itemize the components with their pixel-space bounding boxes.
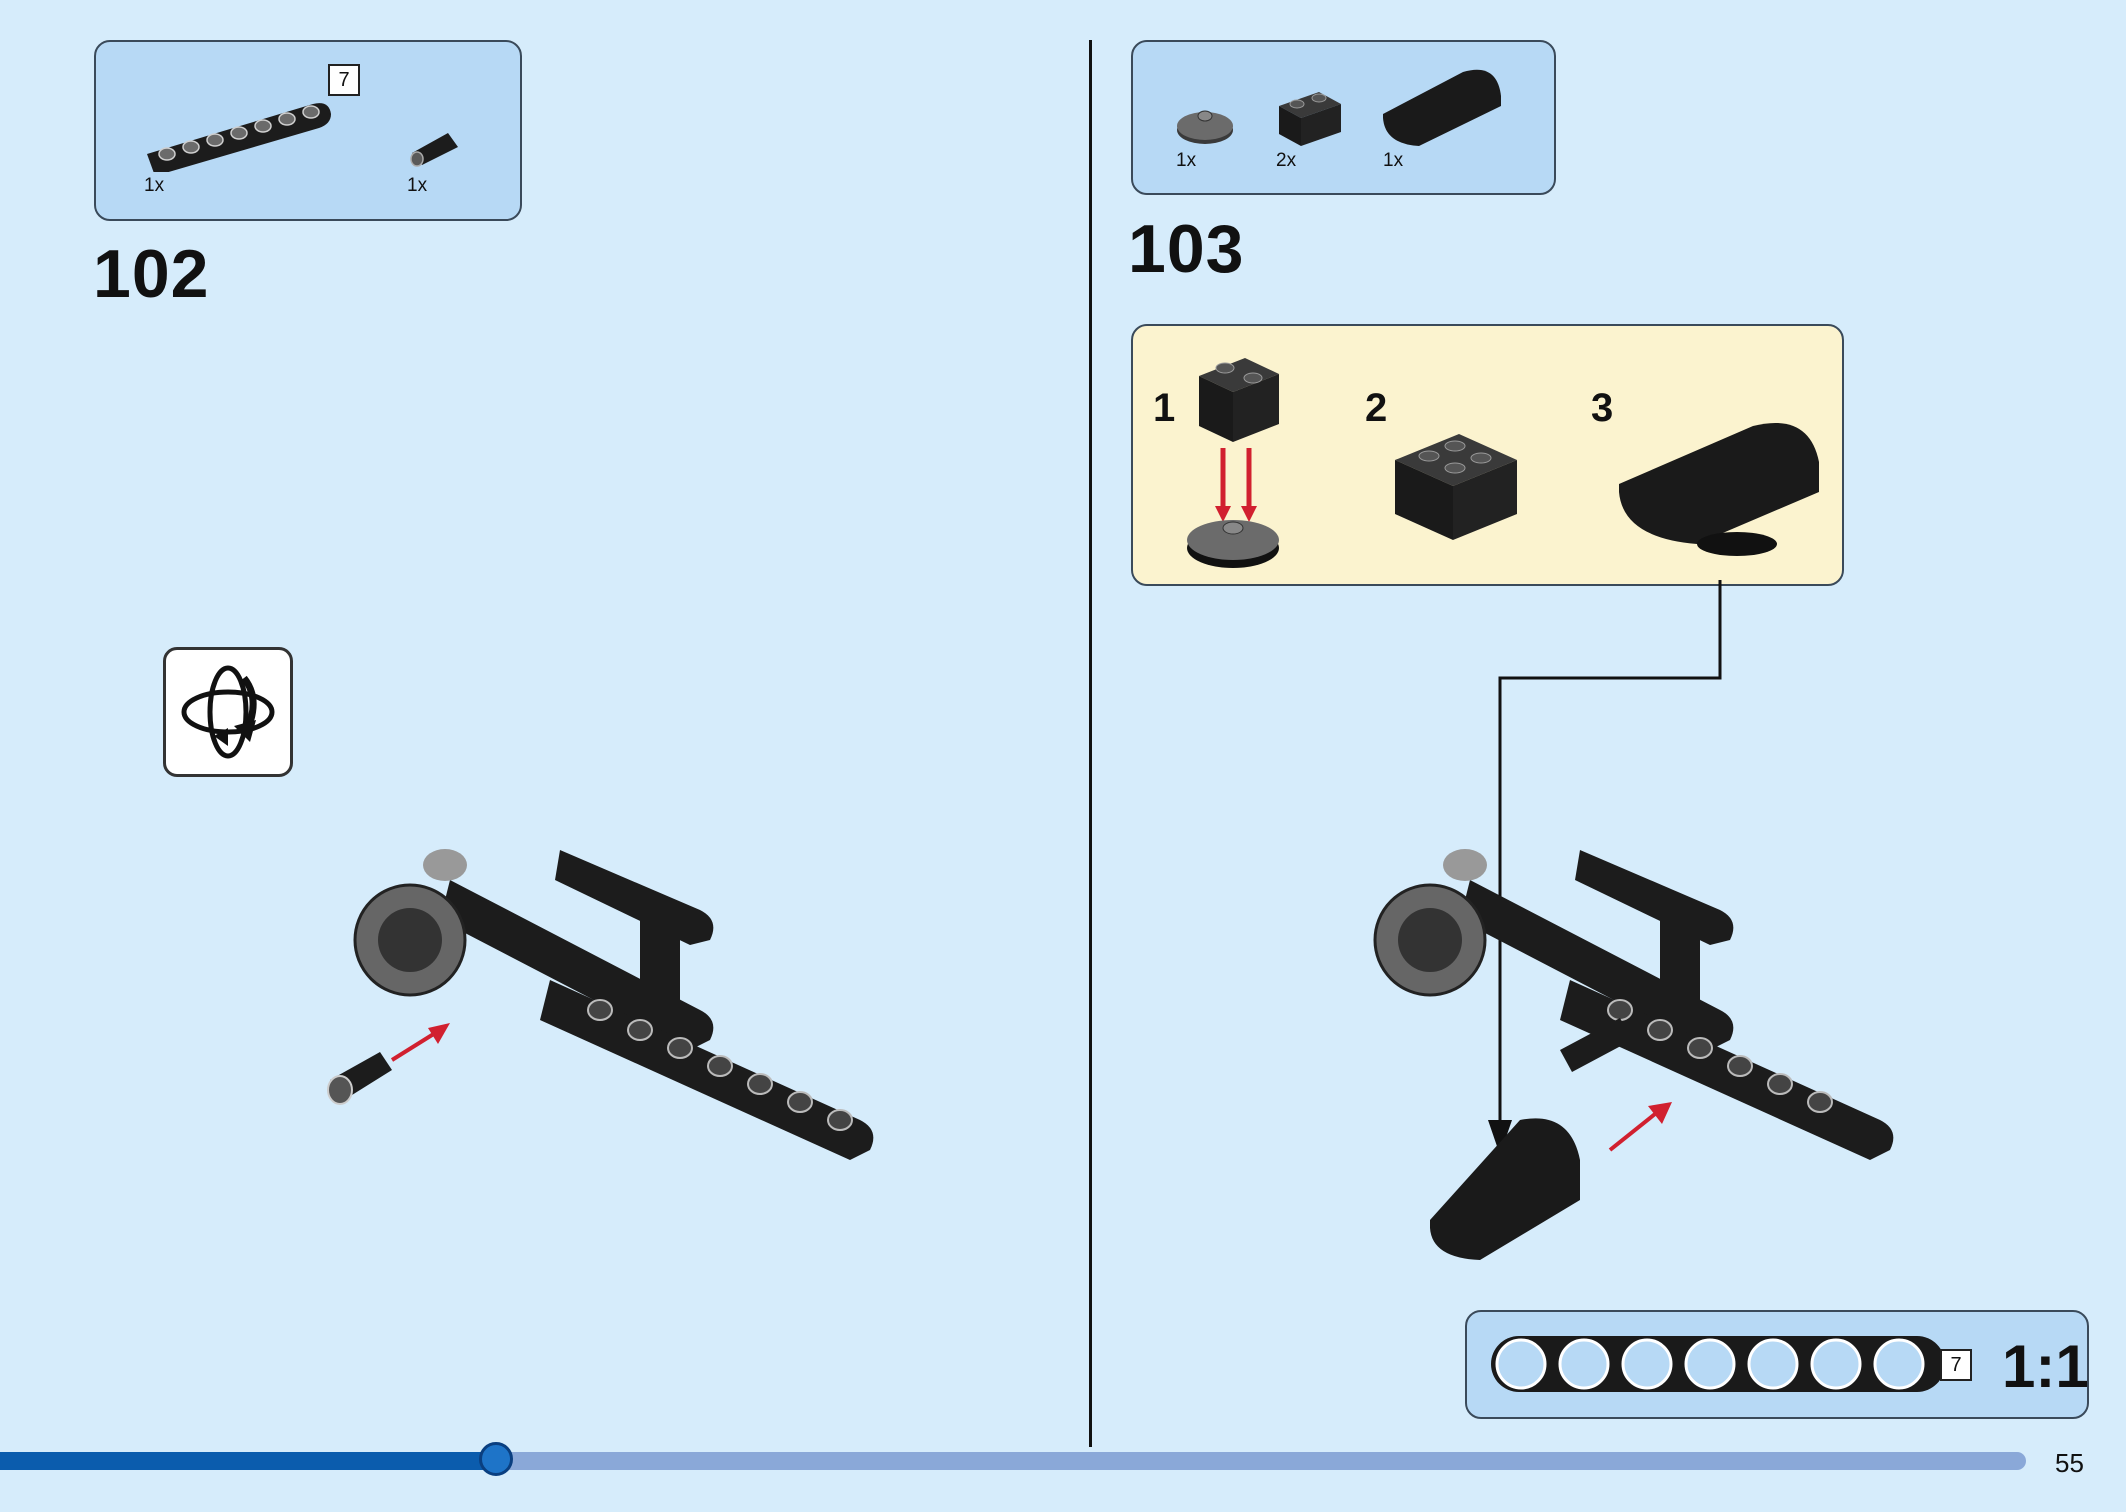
sub-step-2: 2	[1365, 386, 1388, 430]
part-qty-beam: 1x	[144, 175, 165, 196]
sub-step-3-illustration	[1619, 422, 1819, 556]
model-assembly-step-102	[327, 849, 874, 1160]
round-plate-2x2-icon	[1177, 110, 1233, 144]
beam-scale-icon	[1491, 1336, 1945, 1392]
step-number-103: 103	[1128, 211, 1245, 287]
beam-length-badge: 7	[328, 64, 360, 96]
rotate-model-box	[163, 647, 293, 777]
part-qty-round-plate: 1x	[1176, 150, 1197, 171]
parts-list-step-103: 1x 2x 1x	[1131, 40, 1556, 195]
progress-fill	[0, 1452, 496, 1470]
part-qty-connector: 1x	[407, 175, 428, 196]
parts-list-step-102: 7 1x 1x	[94, 40, 522, 221]
technic-beam-7-icon	[147, 103, 331, 172]
part-qty-slope: 1x	[1383, 150, 1404, 171]
scale-label: 1:1	[2002, 1333, 2089, 1400]
page-divider	[1089, 40, 1092, 1447]
axle-connector-icon	[410, 133, 458, 167]
sub-step-3: 3	[1591, 386, 1614, 430]
rotate-model-icon	[181, 665, 275, 759]
sub-step-1: 1	[1153, 386, 1176, 430]
page-number: 55	[2055, 1448, 2084, 1478]
part-qty-brick: 2x	[1276, 150, 1297, 171]
progress-knob	[479, 1442, 513, 1476]
scale-length-badge: 7	[1940, 1349, 1972, 1381]
step-number-102: 102	[93, 236, 210, 312]
curved-slope-brick-icon	[1383, 69, 1501, 146]
sub-assembly-callout: 1 2 3	[1131, 324, 1844, 586]
brick-1x2-axle-hole-icon	[1279, 92, 1341, 146]
sub-step-2-illustration	[1395, 434, 1517, 540]
model-assembly-step-103	[1373, 849, 1894, 1260]
scale-ruler: 7 1:1	[1465, 1310, 2089, 1419]
sub-step-1-illustration	[1187, 358, 1279, 568]
